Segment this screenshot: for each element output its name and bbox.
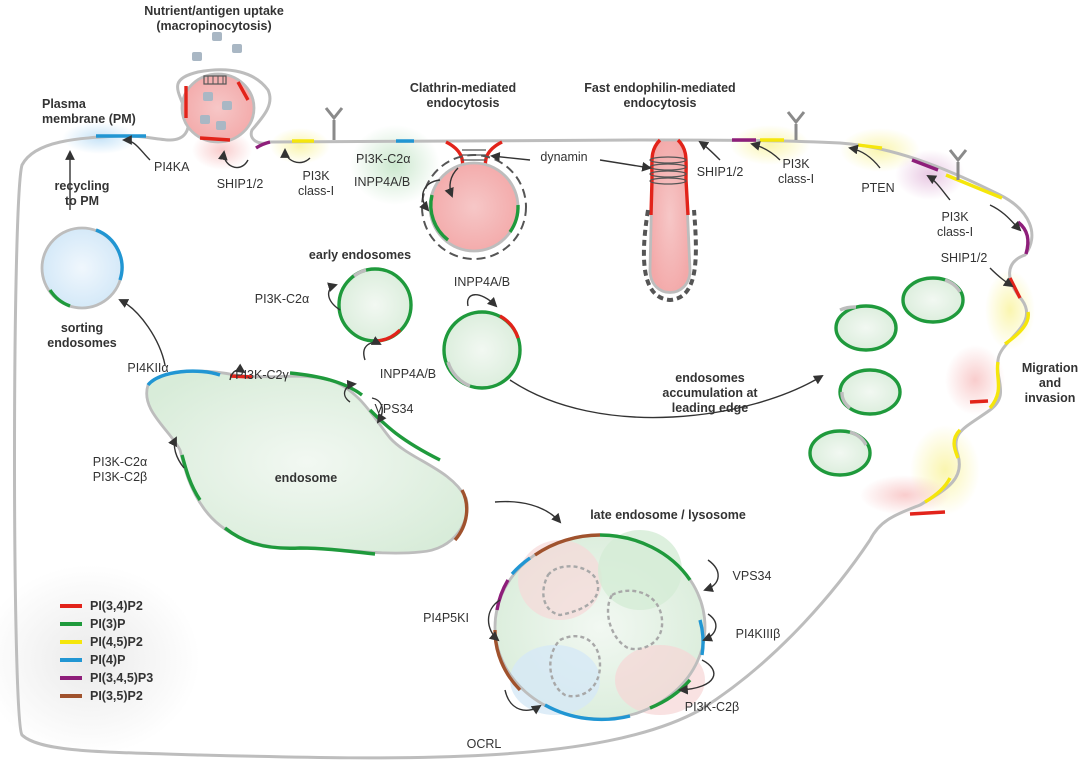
membrane-halos [0, 122, 1035, 755]
legend-label: PI(3)P [90, 617, 125, 631]
plasma-membrane-label: membrane (PM) [42, 112, 136, 126]
receptor-icon [786, 111, 806, 140]
enzyme-label: PI4KIIα [127, 361, 168, 375]
fast-endophilin-label: Fast endophilin-mediated [584, 81, 735, 95]
fast-endophilin-label: endocytosis [624, 96, 697, 110]
early-endosome-1 [337, 267, 413, 343]
clathrin-vesicle [421, 140, 527, 260]
late-endosome-label: late endosome / lysosome [590, 508, 746, 522]
enzyme-label: VPS34 [375, 402, 414, 416]
endosome-label: endosome [275, 471, 338, 485]
enzyme-label: INPP4A/B [454, 275, 510, 289]
enzyme-label: class-I [778, 172, 814, 186]
receptor-icons [324, 107, 968, 180]
enzyme-label: INPP4A/B [354, 175, 410, 189]
enzyme-labels: PI4KA SHIP1/2 PI3K class-I PI3K-C2α INPP… [93, 150, 988, 751]
enzyme-label: PI3K [302, 169, 330, 183]
legend: PI(3,4)P2 PI(3)P PI(4,5)P2 PI(4)P PI(3,4… [60, 599, 153, 703]
plasma-membrane-label: Plasma [42, 97, 87, 111]
clathrin-label: endocytosis [427, 96, 500, 110]
receptor-icon [324, 107, 344, 140]
enzyme-label: class-I [937, 225, 973, 239]
arrows [65, 135, 1022, 715]
early-endosome-2 [442, 310, 522, 390]
legend-label: PI(4)P [90, 653, 125, 667]
macropinosome [180, 32, 256, 144]
macropinocytosis-label: (macropinocytosis) [156, 19, 271, 33]
plasma-membrane-outline [13, 68, 1034, 760]
enzyme-label: PI3K-C2β [93, 470, 147, 484]
macropinocytosis-label: Nutrient/antigen uptake [144, 4, 284, 18]
early-endosomes-label: early endosomes [309, 248, 411, 262]
sorting-endosomes-label: endosomes [47, 336, 117, 350]
accumulation-label: accumulation at [662, 386, 758, 400]
enzyme-label: PI3K-C2α [356, 152, 410, 166]
enzyme-label: PI3K-C2α [93, 455, 147, 469]
enzyme-label: PI3K-C2α [255, 292, 309, 306]
enzyme-label: PI3K-C2γ [235, 368, 289, 382]
lysosome-vesicles [542, 565, 664, 698]
legend-label: PI(4,5)P2 [90, 635, 143, 649]
section-labels: Nutrient/antigen uptake (macropinocytosi… [42, 4, 1078, 522]
enzyme-label: class-I [298, 184, 334, 198]
legend-label: PI(3,4)P2 [90, 599, 143, 613]
migration-label: invasion [1025, 391, 1076, 405]
enzyme-label: SHIP1/2 [697, 165, 744, 179]
recycling-label: recycling [55, 179, 110, 193]
sorting-endosomes-label: sorting [61, 321, 103, 335]
enzyme-label: PI4P5KI [423, 611, 469, 625]
sorting-endosome [40, 226, 124, 310]
enzyme-label: dynamin [540, 150, 587, 164]
endophilin-tubule [642, 138, 698, 303]
clathrin-label: Clathrin-mediated [410, 81, 516, 95]
legend-label: PI(3,4,5)P3 [90, 671, 153, 685]
enzyme-label: PI3K-C2β [685, 700, 739, 714]
leading-edge-endosomes [808, 276, 965, 477]
legend-label: PI(3,5)P2 [90, 689, 143, 703]
enzyme-label: OCRL [467, 737, 502, 751]
enzyme-label: PI3K [941, 210, 969, 224]
enzyme-label: PI3K [782, 157, 810, 171]
migration-label: Migration [1022, 361, 1078, 375]
enzyme-label: PTEN [861, 181, 894, 195]
enzyme-label: SHIP1/2 [941, 251, 988, 265]
enzyme-label: INPP4A/B [380, 367, 436, 381]
enzyme-label: PI4KA [154, 160, 190, 174]
lysosome [493, 530, 707, 722]
enzyme-label: VPS34 [733, 569, 772, 583]
accumulation-label: leading edge [672, 401, 748, 415]
recycling-label: to PM [65, 194, 99, 208]
enzyme-label: PI4KIIIβ [736, 627, 781, 641]
migration-label: and [1039, 376, 1061, 390]
receptor-icon [948, 149, 968, 180]
accumulation-label: endosomes [675, 371, 745, 385]
enzyme-label: SHIP1/2 [217, 177, 264, 191]
endosome-large [145, 369, 469, 556]
